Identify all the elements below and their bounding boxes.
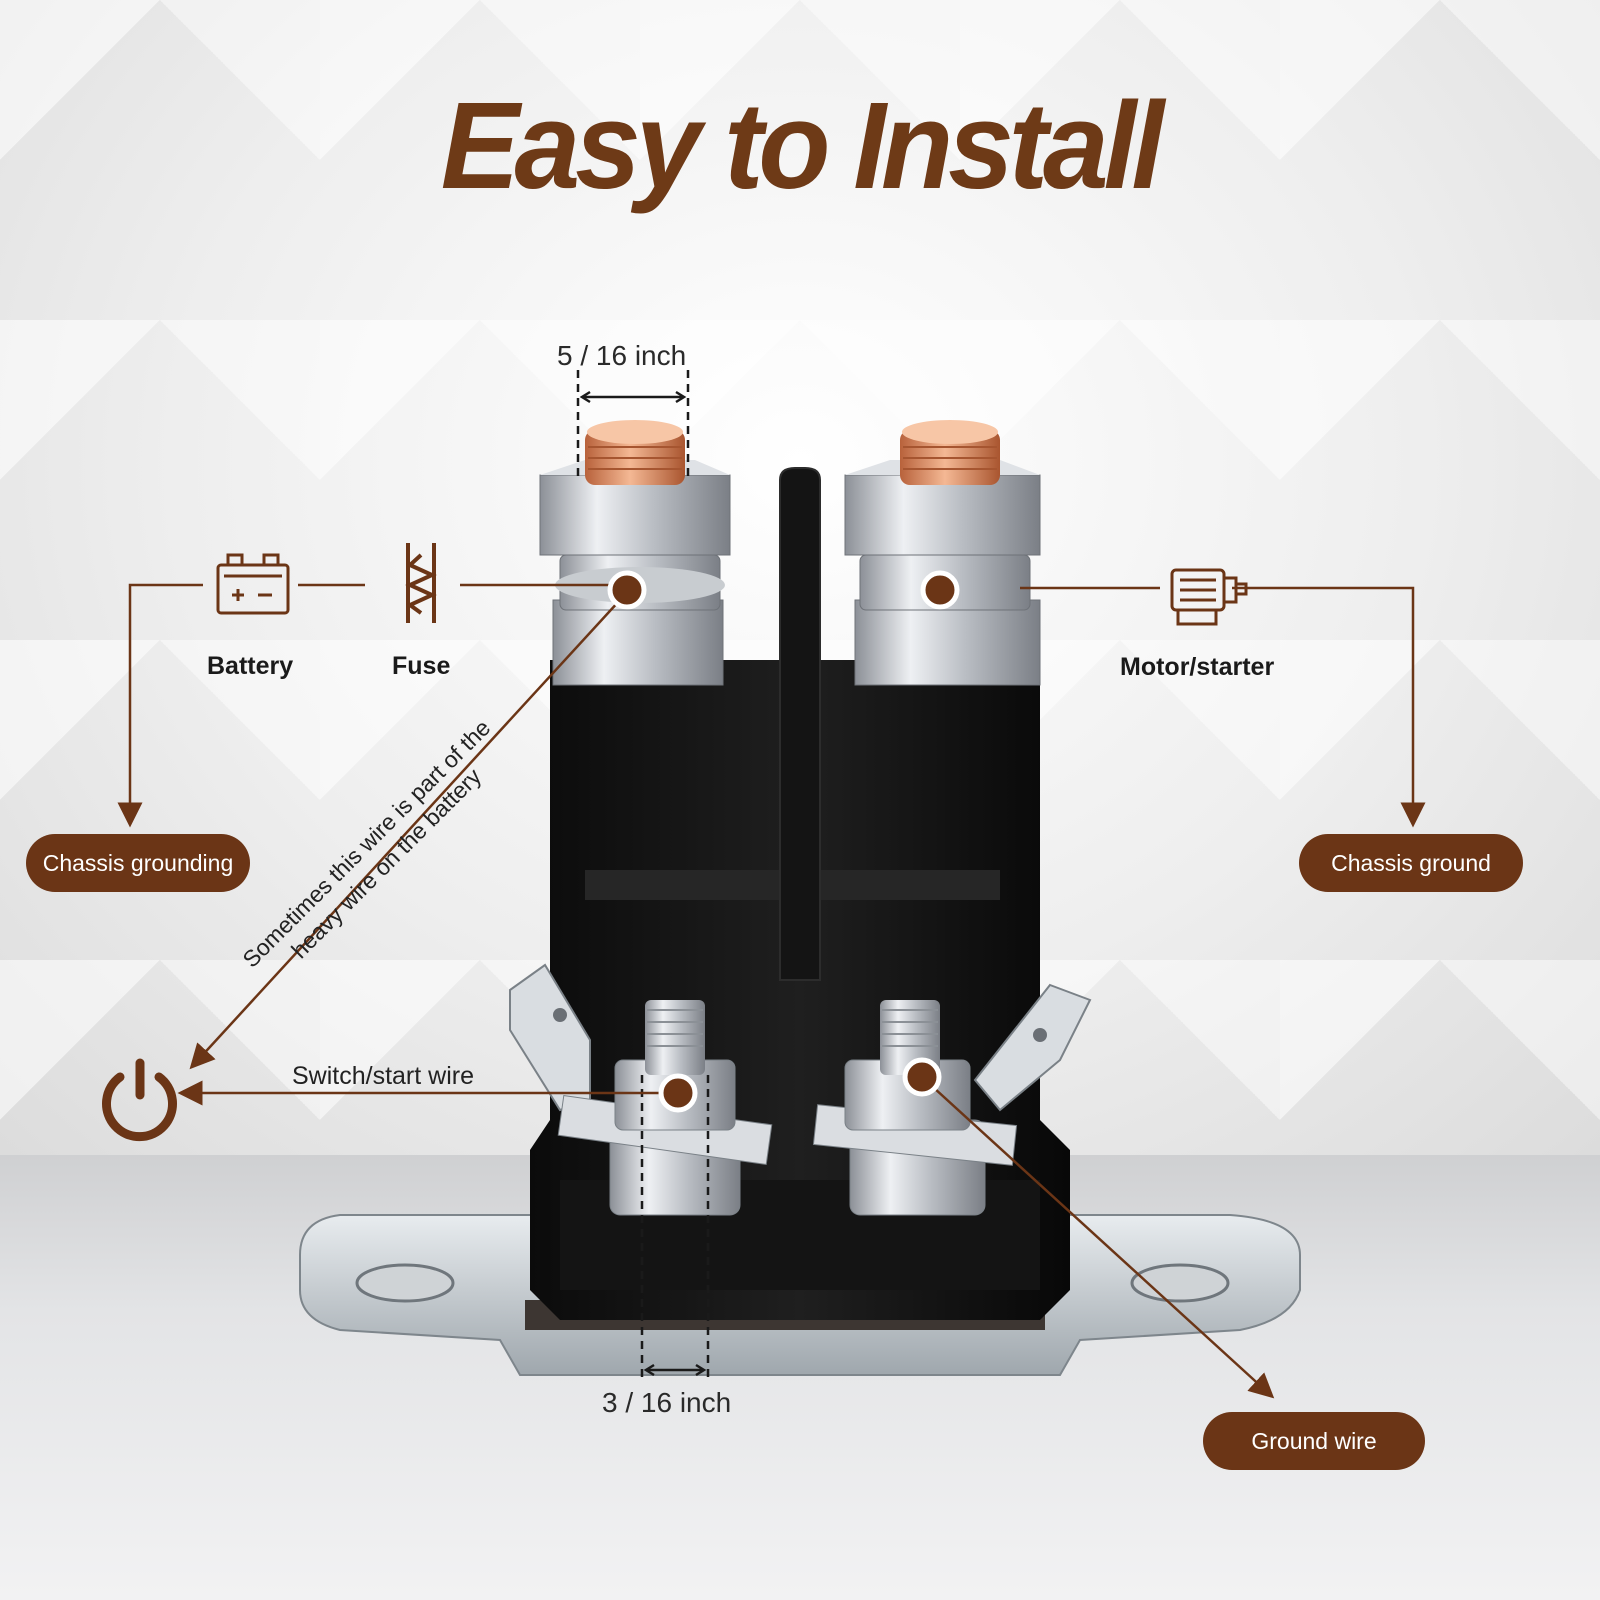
fuse-label: Fuse: [392, 652, 451, 680]
switch-start-wire-label: Switch/start wire: [292, 1062, 474, 1090]
terminal-markers: [607, 570, 960, 1113]
bottom-dimension: [640, 1075, 710, 1380]
battery-terminal: [539, 420, 731, 686]
power-icon: [102, 1058, 177, 1142]
fuse-icon: [405, 543, 437, 623]
page-title: Easy to Install: [440, 76, 1165, 216]
top-dimension: [576, 370, 690, 480]
top-dimension-label: 5 / 16 inch: [557, 340, 687, 371]
ground-wire-pill: Ground wire: [1203, 1412, 1425, 1470]
battery-label: Battery: [207, 652, 294, 680]
chassis-ground-pill: Chassis ground: [1299, 834, 1523, 892]
motor-icon: [1170, 568, 1248, 626]
motor-starter-label: Motor/starter: [1120, 653, 1275, 681]
motor-terminal: [844, 420, 1041, 686]
chassis-grounding-pill: Chassis grounding: [26, 834, 250, 892]
bottom-dimension-label: 3 / 16 inch: [602, 1387, 732, 1418]
battery-icon: [216, 553, 290, 615]
wiring-lines: [117, 583, 1426, 1399]
ground-terminal: [812, 983, 1092, 1216]
